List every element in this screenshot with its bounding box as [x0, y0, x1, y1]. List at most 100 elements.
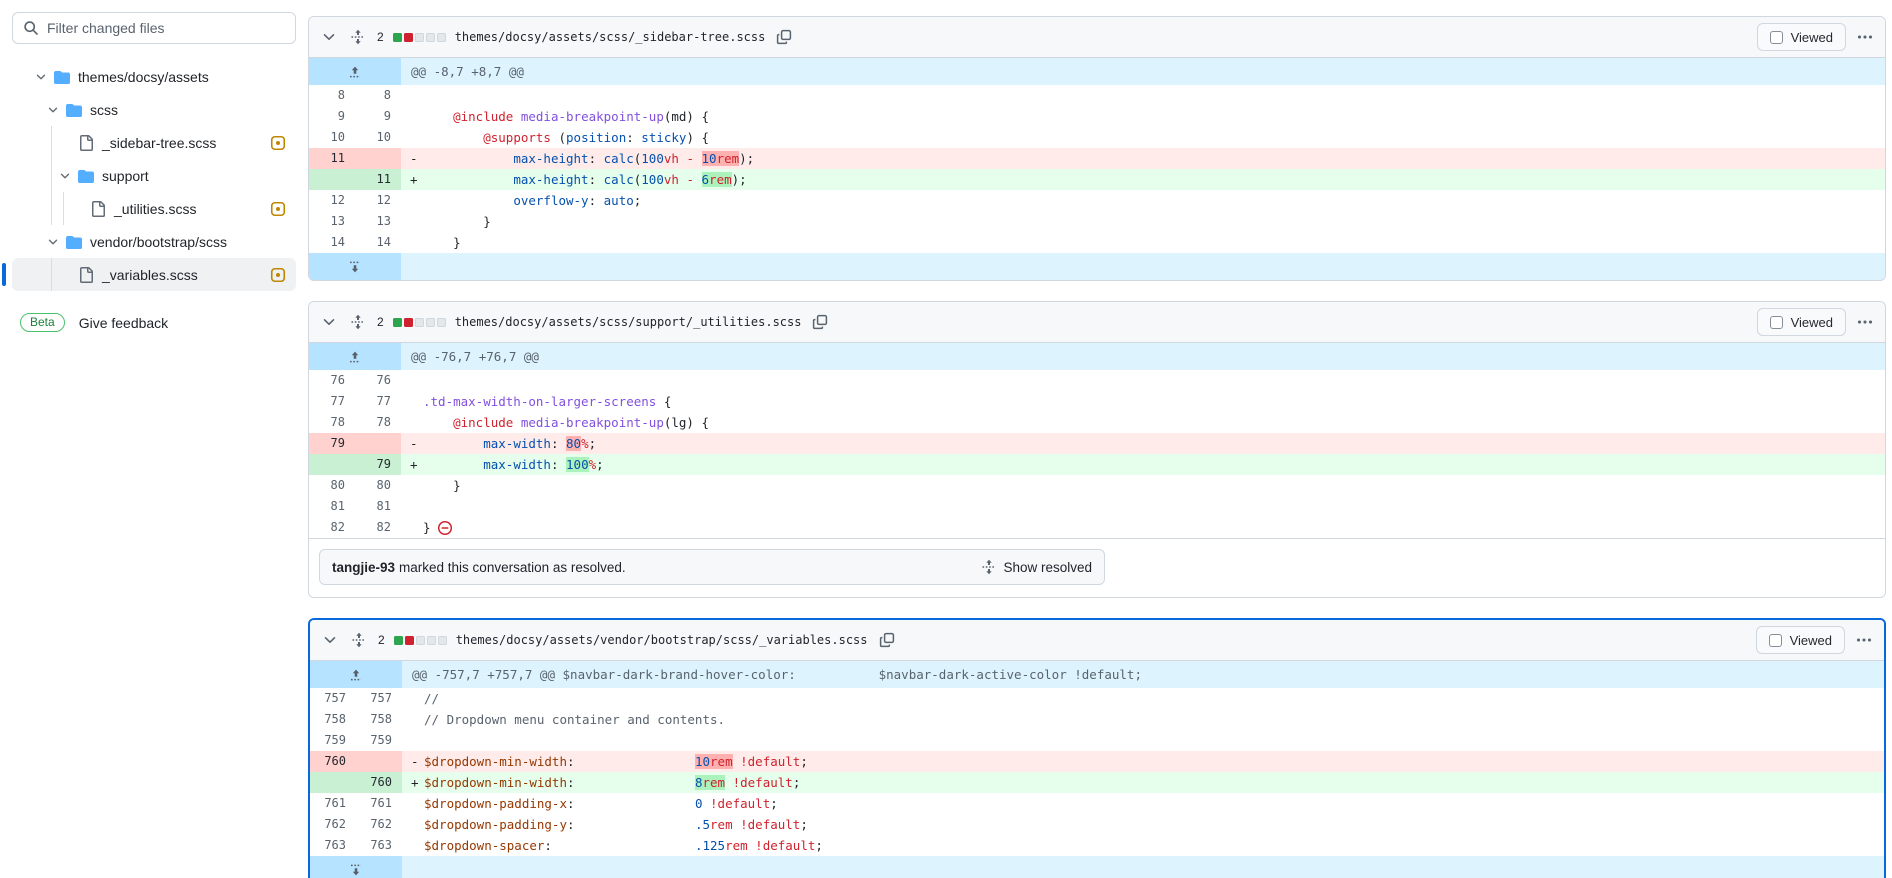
copy-path-button[interactable]: [774, 27, 794, 47]
new-line-number[interactable]: [355, 433, 401, 454]
viewed-toggle-button[interactable]: Viewed: [1756, 308, 1846, 336]
give-feedback-link[interactable]: Give feedback: [78, 314, 169, 331]
new-line-number[interactable]: 761: [370, 796, 392, 810]
old-line-number[interactable]: 13: [330, 214, 345, 228]
new-line-number[interactable]: 757: [370, 691, 392, 705]
code-token: %: [588, 457, 597, 472]
filter-changed-files-input[interactable]: [47, 20, 285, 36]
old-line-number[interactable]: 763: [324, 838, 346, 852]
new-line-number[interactable]: 78: [376, 415, 391, 429]
file-options-kebab-button[interactable]: [1854, 630, 1874, 650]
new-line-number[interactable]: 14: [376, 235, 391, 249]
old-line-number[interactable]: 80: [330, 478, 345, 492]
unfold-file-button[interactable]: [348, 27, 368, 47]
new-line-number[interactable]: 82: [376, 520, 391, 534]
tree-folder-scss[interactable]: scss: [12, 93, 296, 126]
tree-chevron[interactable]: [58, 169, 72, 183]
new-line-number[interactable]: 77: [376, 394, 391, 408]
old-line-number[interactable]: [310, 772, 356, 793]
old-line-number[interactable]: 82: [330, 520, 345, 534]
copy-path-button[interactable]: [810, 312, 830, 332]
new-line-number[interactable]: 763: [370, 838, 392, 852]
new-line-number[interactable]: 759: [370, 733, 392, 747]
old-line-number[interactable]: 76: [330, 373, 345, 387]
code-token: !default: [732, 775, 793, 790]
old-line-number[interactable]: 14: [330, 235, 345, 249]
diff-marker: +: [410, 172, 418, 187]
new-line-number[interactable]: 10: [376, 130, 391, 144]
diff-marker: [401, 106, 423, 127]
code-cell: - max-height: calc(100vh - 10rem);: [401, 148, 1885, 169]
new-line-number[interactable]: 12: [376, 193, 391, 207]
new-line-number[interactable]: 80: [376, 478, 391, 492]
new-line-number[interactable]: 9: [383, 109, 391, 123]
unfold-file-button[interactable]: [348, 312, 368, 332]
resolved-conversation-bar: tangjie-93 marked this conversation as r…: [319, 549, 1105, 585]
old-line-number[interactable]: 761: [324, 796, 346, 810]
old-line-number[interactable]: 9: [337, 109, 345, 123]
viewed-checkbox[interactable]: [1768, 633, 1782, 647]
code-token: // Dropdown menu container and contents.: [424, 712, 726, 727]
old-line-number[interactable]: 10: [330, 130, 345, 144]
resolved-comment-marker[interactable]: [437, 520, 453, 541]
changed-files-tree: themes/docsy/assets scss _sidebar-tree.scs…: [2, 60, 296, 291]
tree-file--utilities-scss[interactable]: _utilities.scss: [12, 192, 296, 225]
kebab-icon: [1857, 320, 1873, 324]
old-line-number[interactable]: 762: [324, 817, 346, 831]
old-line-number[interactable]: [309, 169, 355, 190]
new-line-number[interactable]: 8: [383, 88, 391, 102]
new-line-number[interactable]: 758: [370, 712, 392, 726]
expand-down-button[interactable]: [309, 253, 401, 280]
new-line-number[interactable]: 11: [355, 169, 401, 190]
old-line-number[interactable]: 759: [324, 733, 346, 747]
new-line-number[interactable]: 13: [376, 214, 391, 228]
old-line-number[interactable]: [309, 454, 355, 475]
expand-down-button[interactable]: [310, 856, 402, 878]
tree-folder-themes-docsy-assets[interactable]: themes/docsy/assets: [12, 60, 296, 93]
tree-item-label: scss: [90, 101, 118, 118]
code-token: calc: [603, 172, 634, 187]
tree-file--sidebar-tree-scss[interactable]: _sidebar-tree.scss: [12, 126, 296, 159]
file-options-kebab-button[interactable]: [1855, 312, 1875, 332]
tree-chevron[interactable]: [46, 103, 60, 117]
new-line-number[interactable]: 79: [355, 454, 401, 475]
new-line-number[interactable]: 760: [356, 772, 402, 793]
old-line-number[interactable]: 78: [330, 415, 345, 429]
old-line-number[interactable]: 12: [330, 193, 345, 207]
viewed-checkbox[interactable]: [1769, 315, 1783, 329]
old-line-number[interactable]: 11: [309, 148, 355, 169]
old-line-number[interactable]: 77: [330, 394, 345, 408]
old-line-number[interactable]: 760: [310, 751, 356, 772]
code-token: max-width: [483, 457, 551, 472]
viewed-checkbox[interactable]: [1769, 30, 1783, 44]
tree-chevron[interactable]: [34, 70, 48, 84]
new-line-number[interactable]: [355, 148, 401, 169]
old-line-number[interactable]: 81: [330, 499, 345, 513]
code-token: 100: [641, 172, 664, 187]
old-line-number[interactable]: 8: [337, 88, 345, 102]
new-line-number[interactable]: 762: [370, 817, 392, 831]
new-line-number[interactable]: 76: [376, 373, 391, 387]
collapse-file-button[interactable]: [319, 312, 339, 332]
collapse-file-button[interactable]: [320, 630, 340, 650]
old-line-number[interactable]: 79: [309, 433, 355, 454]
viewed-toggle-button[interactable]: Viewed: [1755, 626, 1845, 654]
code-token: !default: [755, 838, 816, 853]
old-line-number[interactable]: 758: [324, 712, 346, 726]
file-options-kebab-button[interactable]: [1855, 27, 1875, 47]
collapse-file-button[interactable]: [319, 27, 339, 47]
viewed-toggle-button[interactable]: Viewed: [1756, 23, 1846, 51]
expand-up-button[interactable]: [309, 58, 401, 85]
tree-folder-vendor-bootstrap-scss[interactable]: vendor/bootstrap/scss: [12, 225, 296, 258]
tree-file--variables-scss[interactable]: _variables.scss: [2, 258, 296, 291]
show-resolved-button[interactable]: Show resolved: [981, 559, 1092, 575]
old-line-number[interactable]: 757: [324, 691, 346, 705]
copy-path-button[interactable]: [877, 630, 897, 650]
tree-chevron[interactable]: [46, 235, 60, 249]
tree-folder-support[interactable]: support: [12, 159, 296, 192]
new-line-number[interactable]: [356, 751, 402, 772]
expand-up-button[interactable]: [310, 661, 402, 688]
expand-up-button[interactable]: [309, 343, 401, 370]
unfold-file-button[interactable]: [349, 630, 369, 650]
new-line-number[interactable]: 81: [376, 499, 391, 513]
